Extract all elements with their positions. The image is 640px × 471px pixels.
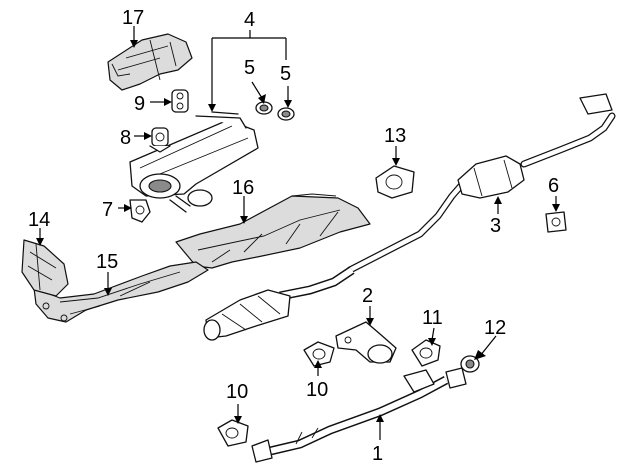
callout-5-left: 5 bbox=[244, 57, 255, 79]
callouts: 17 4 5 5 9 8 7 16 14 15 13 3 6 2 11 12 1… bbox=[28, 7, 559, 465]
callout-5-right: 5 bbox=[280, 63, 291, 85]
callout-13: 13 bbox=[384, 125, 406, 147]
callout-15: 15 bbox=[96, 251, 118, 273]
part-16-heat-shield bbox=[175, 193, 371, 269]
part-5-tailpipe-tips bbox=[255, 101, 295, 121]
part-11-gasket bbox=[411, 339, 441, 367]
part-14-bracket bbox=[21, 239, 69, 297]
part-17-heat-shield bbox=[107, 33, 193, 91]
part-6-hanger bbox=[545, 211, 567, 233]
callout-6: 6 bbox=[548, 175, 559, 197]
callout-7: 7 bbox=[102, 199, 113, 221]
callout-3: 3 bbox=[490, 215, 501, 237]
part-12-seal-ring bbox=[460, 355, 480, 373]
callout-12: 12 bbox=[484, 317, 506, 339]
part-3-center-pipe bbox=[346, 93, 616, 274]
callout-2: 2 bbox=[362, 285, 373, 307]
callout-14: 14 bbox=[28, 209, 50, 231]
callout-16: 16 bbox=[232, 177, 254, 199]
callout-4: 4 bbox=[244, 9, 255, 31]
part-10-gasket-b bbox=[217, 419, 249, 447]
callout-10-a: 10 bbox=[306, 379, 328, 401]
callout-9: 9 bbox=[134, 93, 145, 115]
part-8-hanger bbox=[151, 127, 169, 147]
callout-10-b: 10 bbox=[226, 381, 248, 403]
catalytic-converter bbox=[203, 266, 355, 341]
callout-11: 11 bbox=[422, 307, 443, 329]
part-2-connector bbox=[335, 321, 397, 364]
callout-1: 1 bbox=[372, 443, 383, 465]
callout-8: 8 bbox=[120, 127, 131, 149]
part-9-hanger bbox=[171, 89, 189, 113]
part-7-hanger bbox=[129, 199, 151, 223]
part-10-gasket-a bbox=[303, 341, 335, 367]
part-1-front-pipe bbox=[251, 367, 467, 463]
part-13-gasket bbox=[375, 165, 415, 199]
part-4-muffler bbox=[129, 111, 259, 213]
callout-17: 17 bbox=[122, 7, 144, 29]
leaders bbox=[36, 26, 560, 440]
